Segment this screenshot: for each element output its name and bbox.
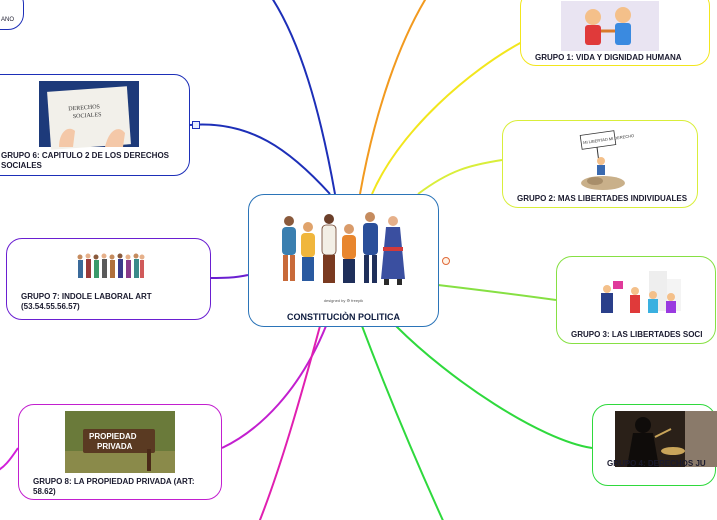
node-g1-label: GRUPO 1: VIDA Y DIGNIDAD HUMANA bbox=[535, 53, 682, 62]
g6-image-word-1: DERECHOS bbox=[68, 104, 100, 112]
node-g1[interactable]: GRUPO 1: VIDA Y DIGNIDAD HUMANA bbox=[520, 0, 710, 66]
g1-image bbox=[561, 1, 659, 51]
node-g3[interactable]: GRUPO 3: LAS LIBERTADES SOCI bbox=[556, 256, 716, 344]
node-partial-top-left-label: ANO bbox=[1, 17, 15, 23]
branch-top-blue bbox=[271, 0, 336, 195]
g6-image-word-2: SOCIALES bbox=[73, 112, 102, 120]
center-title: CONSTITUCIÒN POLITICA bbox=[287, 312, 400, 322]
g8-image-word-1: PROPIEDAD bbox=[89, 432, 137, 441]
g7-image bbox=[77, 253, 145, 278]
g2-image: MI LIBERTAD MI DERECHO bbox=[579, 130, 634, 190]
node-g3-label: GRUPO 3: LAS LIBERTADES SOCI bbox=[571, 330, 703, 339]
branch-g4 bbox=[395, 325, 593, 449]
node-g8-label: GRUPO 8: LA PROPIEDAD PRIVADA (ART: 58.6… bbox=[33, 477, 195, 496]
branch-g2 bbox=[417, 159, 503, 195]
branch-top-orange bbox=[359, 0, 427, 195]
center-node[interactable]: designed by ⚙ freepik CONSTITUCIÒN POLIT… bbox=[248, 194, 439, 327]
node-g2-label: GRUPO 2: MAS LIBERTADES INDIVIDUALES bbox=[517, 194, 688, 203]
g6-image: DERECHOS SOCIALES bbox=[39, 81, 139, 150]
mind-map-canvas bbox=[0, 0, 593, 520]
collapse-toggle-center[interactable] bbox=[442, 257, 450, 265]
branch-g7 bbox=[210, 274, 249, 279]
g4-image bbox=[615, 411, 717, 467]
people-illustration bbox=[282, 212, 405, 285]
node-g7[interactable]: GRUPO 7: INDOLE LABORAL ART (53.54.55.56… bbox=[6, 238, 211, 320]
branch-g6 bbox=[189, 123, 331, 195]
branch-g1 bbox=[371, 41, 523, 195]
node-g4[interactable]: GRUPO 4: DERECHOS JU bbox=[592, 404, 717, 486]
center-caption: designed by ⚙ freepik bbox=[323, 298, 364, 303]
node-g6-label: GRUPO 6: CAPITULO 2 DE LOS DERECHOS SOCI… bbox=[1, 151, 170, 170]
node-g7-label: GRUPO 7: INDOLE LABORAL ART (53.54.55.56… bbox=[21, 292, 152, 311]
node-g2[interactable]: MI LIBERTAD MI DERECHO GRUPO 2: MAS LIBE… bbox=[502, 120, 698, 208]
branch-g8 bbox=[221, 325, 327, 449]
node-g8[interactable]: PROPIEDAD PRIVADA GRUPO 8: LA PROPIEDAD … bbox=[18, 404, 222, 500]
collapse-toggle-g6[interactable] bbox=[192, 121, 200, 129]
branch-bottom-pink bbox=[258, 325, 321, 520]
branch-g3 bbox=[437, 284, 557, 301]
node-g4-label: GRUPO 4: DERECHOS JU bbox=[607, 459, 706, 468]
g8-image-word-2: PRIVADA bbox=[97, 442, 133, 451]
g8-image: PROPIEDAD PRIVADA bbox=[65, 411, 175, 473]
g3-image bbox=[601, 271, 681, 313]
node-g6[interactable]: DERECHOS SOCIALES GRUPO 6: CAPITULO 2 DE… bbox=[0, 74, 190, 176]
branch-bottom-green bbox=[361, 325, 444, 520]
branch-left-magenta bbox=[0, 447, 19, 471]
